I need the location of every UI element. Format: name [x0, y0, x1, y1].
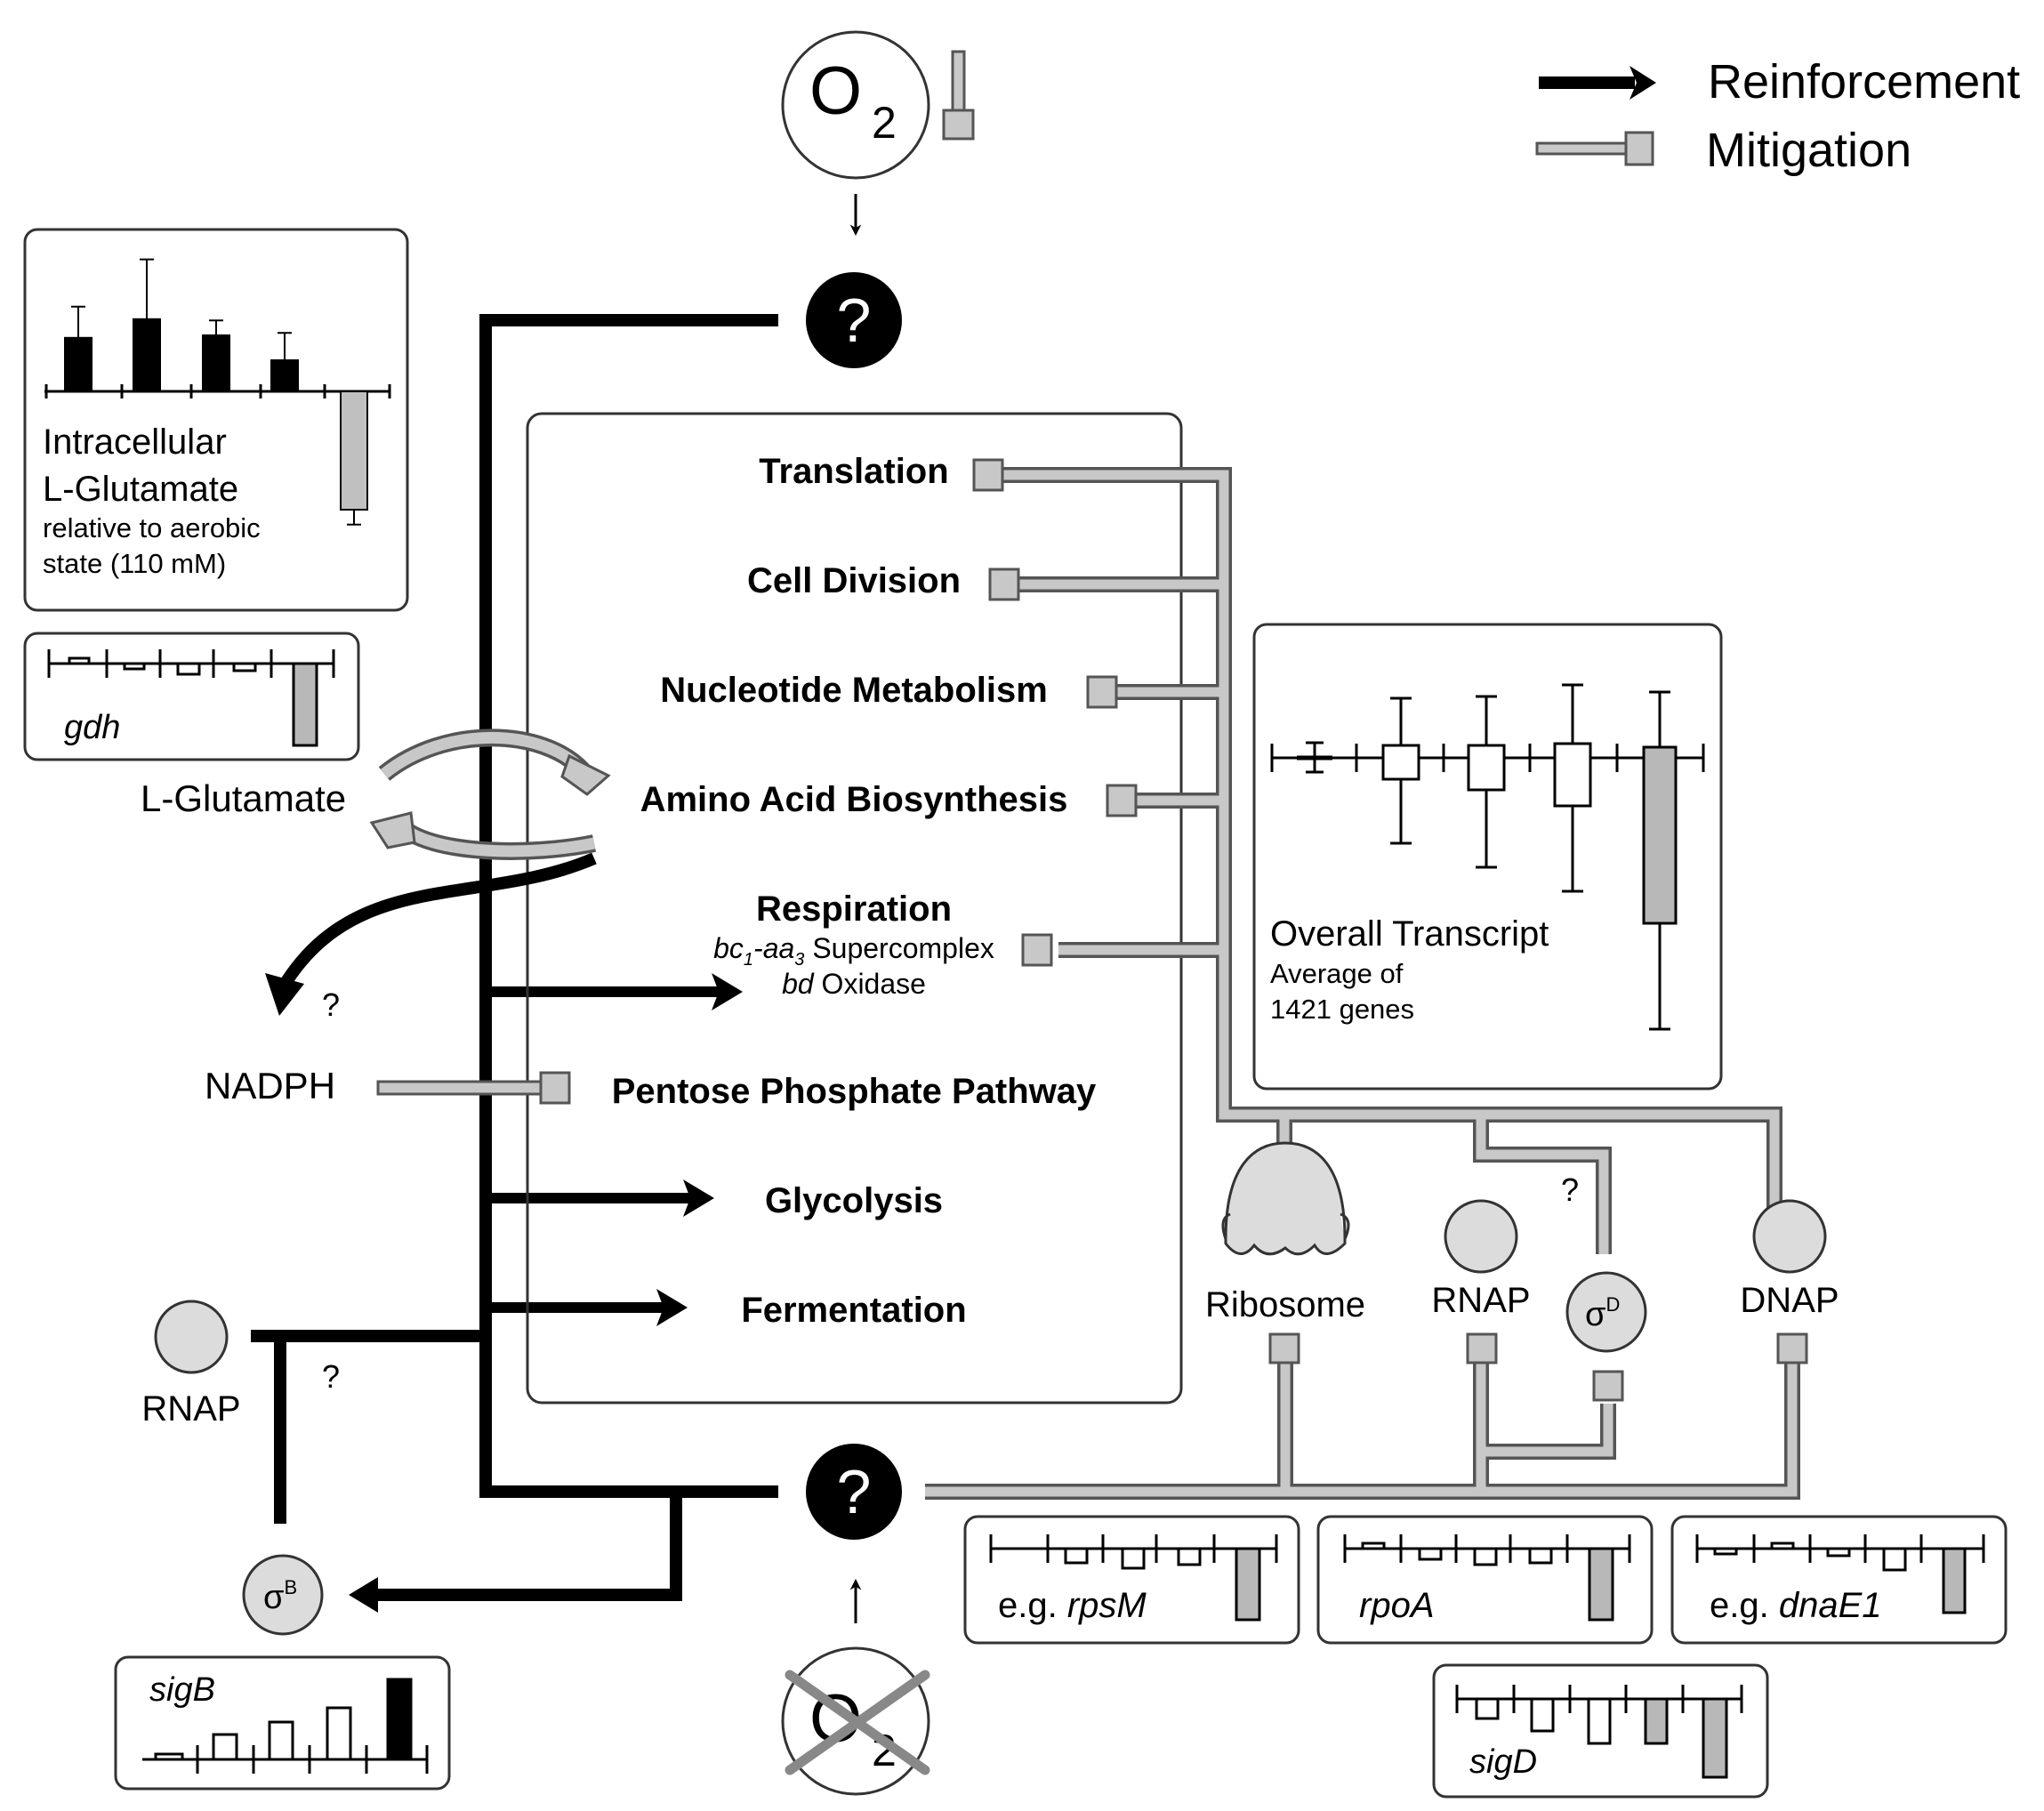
- reinforcement-arrows: [486, 986, 720, 1313]
- glutamate-bar: [270, 359, 299, 392]
- sigma-b-node: [242, 1554, 324, 1636]
- rpoA-label: rpoA: [1359, 1586, 1435, 1625]
- sigma-d-node: [1565, 1271, 1647, 1353]
- mitigation-blunt-icon: [1535, 131, 1654, 166]
- unknown-regulator-bottom: ?: [806, 1444, 902, 1540]
- transcript-subtitle-1: Average of: [1270, 958, 1404, 989]
- reinforcement-trunk: [251, 314, 778, 1601]
- glutamate-title-2: L-Glutamate: [43, 470, 238, 509]
- transcript-title: Overall Transcript: [1270, 914, 1549, 954]
- process-cell-division: Cell Division: [747, 561, 961, 600]
- oxygen-present-node: O 2: [781, 30, 975, 237]
- process-fermentation: Fermentation: [741, 1291, 966, 1330]
- glutamate-subtitle-2: state (110 mM): [43, 548, 226, 579]
- glutamate-subtitle-1: relative to aerobic: [43, 512, 261, 543]
- machinery: Ribosome RNAP ? σD DNAP: [1205, 1141, 1839, 1353]
- transcript-boxplots: [1297, 683, 1678, 1031]
- nadph-question: ?: [322, 986, 340, 1023]
- gdh-label: gdh: [64, 709, 120, 746]
- mitigation-blunt-ends: [972, 458, 1808, 1402]
- nadph-mitigation: [376, 1071, 571, 1105]
- reinforcement-arrowheads: [656, 973, 743, 1326]
- rpsM-label: e.g. rpsM: [998, 1586, 1147, 1625]
- left-labels: L-Glutamate NADPH ? RNAP ? σB: [141, 777, 346, 1636]
- glutamate-error-bar: [209, 319, 223, 335]
- question-mark: ?: [837, 286, 872, 355]
- glutamate-bar: [340, 390, 368, 511]
- o2-decrease-icon: [942, 50, 975, 141]
- glutamate-panel: Intracellular L-Glutamate relative to ae…: [23, 228, 409, 612]
- sigma-b-label: σB: [263, 1576, 297, 1616]
- sigD-panel: sigD: [1432, 1663, 1769, 1799]
- legend: Reinforcement Mitigation: [1535, 55, 2020, 177]
- process-pentose-phosphate: Pentose Phosphate Pathway: [612, 1072, 1097, 1111]
- sigma-d-question: ?: [1561, 1171, 1579, 1208]
- dnap-label: DNAP: [1740, 1281, 1839, 1320]
- rnap-left-node: [154, 1300, 229, 1374]
- dnaE1-label: e.g. dnaE1: [1710, 1586, 1882, 1625]
- glutamate-error-bar: [347, 510, 361, 526]
- nadph-label: NADPH: [205, 1065, 335, 1107]
- sigma-d-label: σD: [1585, 1293, 1620, 1333]
- process-glycolysis: Glycolysis: [765, 1181, 943, 1220]
- o2-subscript: 2: [872, 98, 897, 148]
- glutamate-bar: [64, 336, 93, 392]
- ribosome-label: Ribosome: [1205, 1285, 1365, 1324]
- question-mark: ?: [837, 1457, 872, 1526]
- legend-mitigation-label: Mitigation: [1706, 124, 1911, 177]
- glutamate-bars: [44, 258, 391, 526]
- crossed-out-icon: [785, 1670, 930, 1775]
- process-translation: Translation: [759, 452, 948, 491]
- transcript-subtitle-2: 1421 genes: [1270, 994, 1414, 1025]
- process-labels: Translation Cell Division Nucleotide Met…: [612, 452, 1097, 1330]
- glutamate-title-1: Intracellular: [43, 423, 227, 462]
- glutamate-error-bar: [140, 258, 154, 319]
- rpoA-panel: rpoA: [1316, 1515, 1654, 1645]
- sigB-label: sigB: [149, 1671, 215, 1709]
- process-amino-acid-biosynthesis: Amino Acid Biosynthesis: [640, 780, 1068, 819]
- sigB-panel: sigB: [114, 1655, 451, 1791]
- rnap-node: [1444, 1199, 1518, 1274]
- process-nucleotide-metabolism: Nucleotide Metabolism: [660, 671, 1048, 710]
- gdh-panel: gdh: [23, 632, 360, 761]
- glutamate-bar: [202, 334, 230, 392]
- glutamate-bar: [133, 318, 161, 392]
- mitigation-network: [925, 458, 1808, 1500]
- respiration-bd-oxidase: bd Oxidase: [782, 968, 926, 1000]
- ribosome-icon: [1221, 1141, 1350, 1256]
- oxygen-absent-node: O 2: [781, 1646, 930, 1796]
- glutamate-error-bar: [278, 332, 292, 360]
- process-box: [526, 412, 1183, 1405]
- unknown-regulator-top: ?: [806, 272, 902, 368]
- rpsM-panel: e.g. rpsM: [963, 1515, 1300, 1645]
- reinforcement-arrow-icon: [1539, 66, 1656, 100]
- process-respiration: Respiration: [756, 889, 952, 929]
- rnap-left-question: ?: [322, 1358, 340, 1395]
- gdh-bars: [68, 656, 318, 747]
- glutamate-cycle: [265, 728, 611, 1016]
- l-glutamate-label: L-Glutamate: [141, 777, 346, 819]
- dnap-node: [1752, 1199, 1827, 1274]
- sigma-b-arrowhead: [349, 1577, 378, 1613]
- transcript-panel: Overall Transcript Average of 1421 genes: [1252, 623, 1723, 1091]
- sigD-label: sigD: [1469, 1743, 1537, 1781]
- o2-symbol: O: [809, 53, 862, 129]
- glutamate-error-bar: [71, 305, 85, 338]
- respiration-supercomplex: bc1-aa3 Supercomplex: [713, 932, 994, 970]
- rnap-label: RNAP: [1431, 1281, 1530, 1320]
- rnap-left-label: RNAP: [141, 1389, 240, 1429]
- dnaE1-panel: e.g. dnaE1: [1670, 1515, 2008, 1645]
- legend-reinforcement-label: Reinforcement: [1708, 55, 2020, 109]
